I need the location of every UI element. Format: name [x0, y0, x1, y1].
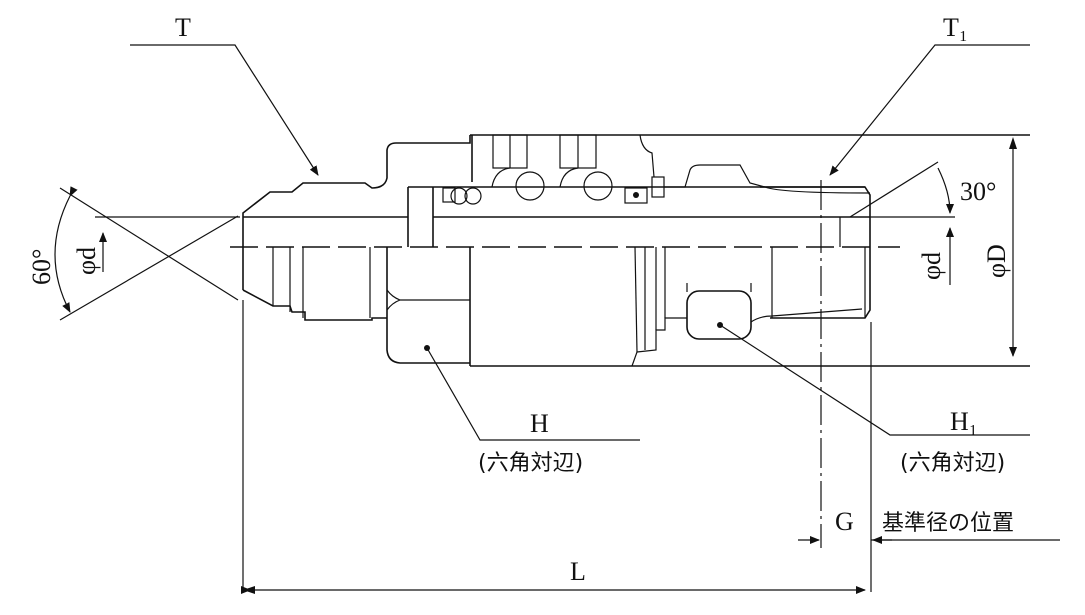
label-G: G	[835, 507, 854, 536]
label-H1-note: (六角対辺)	[900, 451, 1005, 476]
label-H1: H₁	[950, 407, 978, 436]
label-angle-30: 30°	[960, 177, 996, 206]
label-L: L	[570, 557, 586, 586]
label-T1: T₁	[943, 13, 968, 42]
label-reference-position: 基準径の位置	[882, 511, 1014, 536]
label-T: T	[175, 13, 191, 42]
label-angle-60: 60°	[27, 249, 56, 285]
label-phi-d-right: φd	[917, 252, 946, 280]
label-H-note: (六角対辺)	[478, 451, 583, 476]
fitting-body	[242, 134, 1030, 367]
label-H: H	[530, 409, 549, 438]
label-phi-D: φD	[982, 244, 1011, 278]
label-phi-d-left: φd	[72, 247, 101, 275]
